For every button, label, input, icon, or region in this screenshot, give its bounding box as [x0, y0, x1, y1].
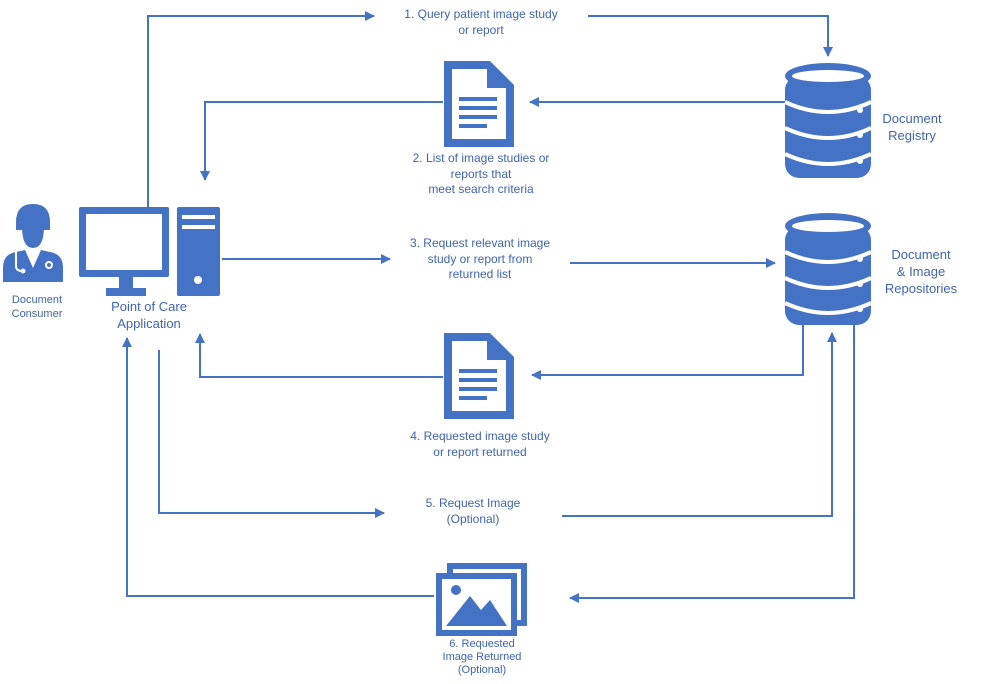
- computer-icon: [79, 207, 220, 296]
- doctor-icon: [3, 204, 63, 282]
- step-3-label: 3. Request relevant image study or repor…: [409, 236, 551, 282]
- arrow-step-2-left: [200, 101, 443, 181]
- document-icon: [444, 61, 514, 147]
- document-registry-label: Document Registry: [882, 111, 942, 143]
- arrow-step-4-left: [195, 333, 443, 378]
- repositories-database-icon: [784, 213, 872, 325]
- registry-database-icon: [784, 63, 872, 178]
- connectors: [122, 11, 855, 603]
- document-icon: [444, 333, 514, 419]
- step-5-label: 5. Request Image (Optional): [425, 496, 521, 526]
- step-1-label: 1. Query patient image study or report: [404, 7, 558, 37]
- arrow-step-6-right: [569, 324, 855, 603]
- arrow-step-5-right: [562, 332, 837, 517]
- document-image-repositories-label: Document & Image Repositories: [884, 247, 958, 296]
- arrow-step-4-right: [531, 324, 804, 380]
- arrow-step-6-left: [122, 337, 434, 597]
- step-4-label: 4. Requested image study or report retur…: [410, 429, 550, 459]
- step-2-label: 2. List of image studies or reports that…: [412, 151, 550, 197]
- point-of-care-label: Point of Care Application: [111, 299, 187, 331]
- arrow-step-1-left: [147, 11, 375, 207]
- step-6-label: 6. Requested Image Returned (Optional): [442, 638, 522, 677]
- document-consumer-label: Document Consumer: [11, 294, 63, 321]
- arrow-step-1-right: [588, 15, 833, 57]
- image-stack-icon: [436, 563, 527, 636]
- arrow-step-5-left: [158, 350, 385, 518]
